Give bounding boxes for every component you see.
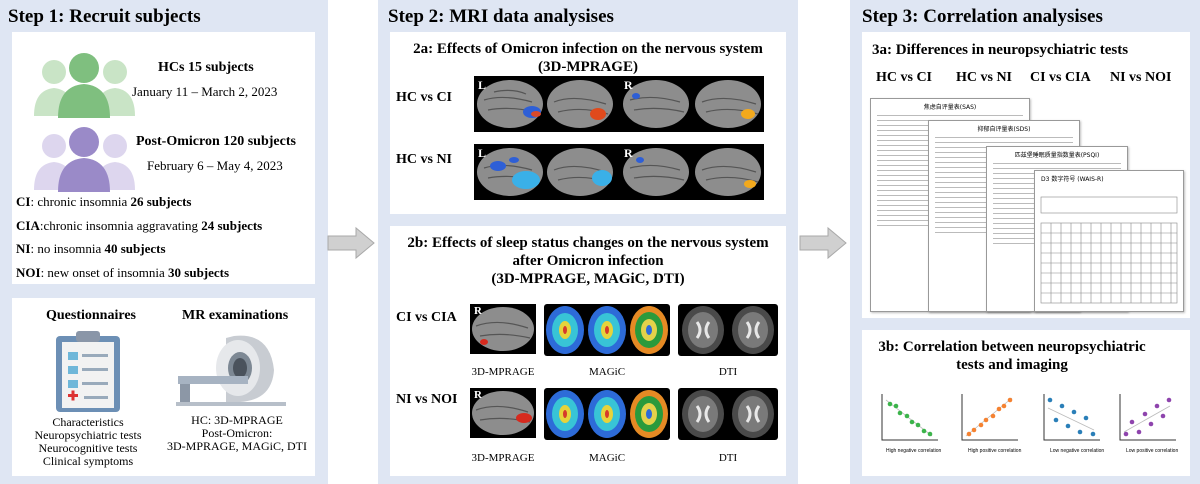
caption-low-positive: Low positive correlation xyxy=(1126,448,1179,454)
hemisphere-label-r-row1: R xyxy=(474,305,482,317)
post-omicron-date-range: February 6 – May 4, 2023 xyxy=(147,158,283,173)
caption-mprage-row2: 3D-MPRAGE xyxy=(471,452,535,464)
recruit-card: HCs 15 subjects January 11 – March 2, 20… xyxy=(12,32,315,284)
section-3a-title: 3a: Differences in neuropsychiatric test… xyxy=(872,42,1129,58)
caption-high-negative: High negative correlation xyxy=(886,448,942,454)
row-label-ci-vs-cia: CI vs CIA xyxy=(396,310,457,325)
comparison-hc-vs-ni: HC vs NI xyxy=(956,70,1013,85)
caption-dti-row1: DTI xyxy=(718,366,738,378)
questionnaires-title: Questionnaires xyxy=(46,308,136,323)
section-3a-card: 3a: Differences in neuropsychiatric test… xyxy=(862,32,1190,318)
magic-maps-ci-vs-cia xyxy=(544,304,670,356)
section-2b-card: 2b: Effects of sleep status changes on t… xyxy=(390,226,786,476)
caption-magic-row2: MAGiC xyxy=(588,452,626,464)
dti-images-ni-vs-noi xyxy=(678,388,778,440)
mprage-image-ni-vs-noi xyxy=(470,388,536,438)
row-label-hc-vs-ni: HC vs NI xyxy=(396,152,453,167)
questionnaire-digit-symbol: D3 数字符号 (WAIS-R) xyxy=(1034,170,1184,312)
scatter-high-positive xyxy=(961,394,1018,441)
group-item-ni: NI: no insomnia 40 subjects xyxy=(16,241,166,256)
hemisphere-label-left-row1: L xyxy=(478,78,487,92)
mri-scanner-icon xyxy=(176,335,286,406)
arrow-step1-to-step2 xyxy=(327,226,375,260)
brain-surface-row1 xyxy=(474,76,764,132)
scatter-low-positive xyxy=(1119,394,1176,441)
group-item-ci: CI: chronic insomnia 26 subjects xyxy=(16,194,192,209)
caption-magic-row1: MAGiC xyxy=(588,366,626,378)
step2-title: Step 2: MRI data analysises xyxy=(388,6,614,27)
mr-examinations-title: MR examinations xyxy=(182,308,289,323)
row-label-ni-vs-noi: NI vs NOI xyxy=(396,392,458,407)
caption-dti-row2: DTI xyxy=(718,452,738,464)
scatter-low-negative xyxy=(1043,394,1100,441)
section-3b-title: 3b: Correlation between neuropsychiatric… xyxy=(878,339,1146,373)
hc-date-range: January 11 – March 2, 2023 xyxy=(132,84,278,99)
section-2a-card: 2a: Effects of Omicron infection on the … xyxy=(390,32,786,214)
row-label-hc-vs-ci: HC vs CI xyxy=(396,90,453,105)
caption-mprage-row1: 3D-MPRAGE xyxy=(471,366,535,378)
questionnaire-items: Characteristics Neuropsychiatric tests N… xyxy=(34,415,142,468)
exam-card: Questionnaires Characteristics Neuropsyc… xyxy=(12,298,315,476)
caption-low-negative: Low negative correlation xyxy=(1050,448,1105,454)
clipboard-icon xyxy=(56,331,120,412)
hemisphere-label-right-row1: R xyxy=(624,78,633,92)
brain-surface-row2 xyxy=(474,144,764,200)
group-list: CI: chronic insomnia 26 subjects CIA:chr… xyxy=(16,190,262,284)
section-3b-card: 3b: Correlation between neuropsychiatric… xyxy=(862,330,1190,476)
people-icon-post-omicron xyxy=(34,127,135,192)
caption-high-positive: High positive correlation xyxy=(968,448,1022,454)
post-omicron-count-label: Post-Omicron 120 subjects xyxy=(136,134,296,149)
comparison-ni-vs-noi: NI vs NOI xyxy=(1110,70,1172,85)
arrow-step2-to-step3 xyxy=(799,226,847,260)
magic-maps-ni-vs-noi xyxy=(544,388,670,440)
group-item-cia: CIA:chronic insomnia aggravating 24 subj… xyxy=(16,217,263,233)
scatter-high-negative xyxy=(881,394,938,441)
hemisphere-label-r-row2: R xyxy=(474,389,482,401)
comparison-hc-vs-ci: HC vs CI xyxy=(876,70,933,85)
mprage-image-ci-vs-cia xyxy=(470,304,536,354)
dti-images-ci-vs-cia xyxy=(678,304,778,356)
step3-title: Step 3: Correlation analysises xyxy=(862,6,1103,27)
people-icon-hc xyxy=(34,53,135,118)
group-item-noi: NOI: new onset of insomnia 30 subjects xyxy=(16,264,230,280)
step1-title: Step 1: Recruit subjects xyxy=(8,6,201,27)
section-2b-title: 2b: Effects of sleep status changes on t… xyxy=(407,235,769,287)
hemisphere-label-right-row2: R xyxy=(624,146,633,160)
hemisphere-label-left-row2: L xyxy=(478,146,487,160)
comparison-ci-vs-cia: CI vs CIA xyxy=(1030,70,1091,85)
section-2a-title: 2a: Effects of Omicron infection on the … xyxy=(413,41,763,75)
mr-sequence-lines: HC: 3D-MPRAGE Post-Omicron: 3D-MPRAGE, M… xyxy=(166,413,307,453)
hc-count-label: HCs 15 subjects xyxy=(158,60,254,75)
